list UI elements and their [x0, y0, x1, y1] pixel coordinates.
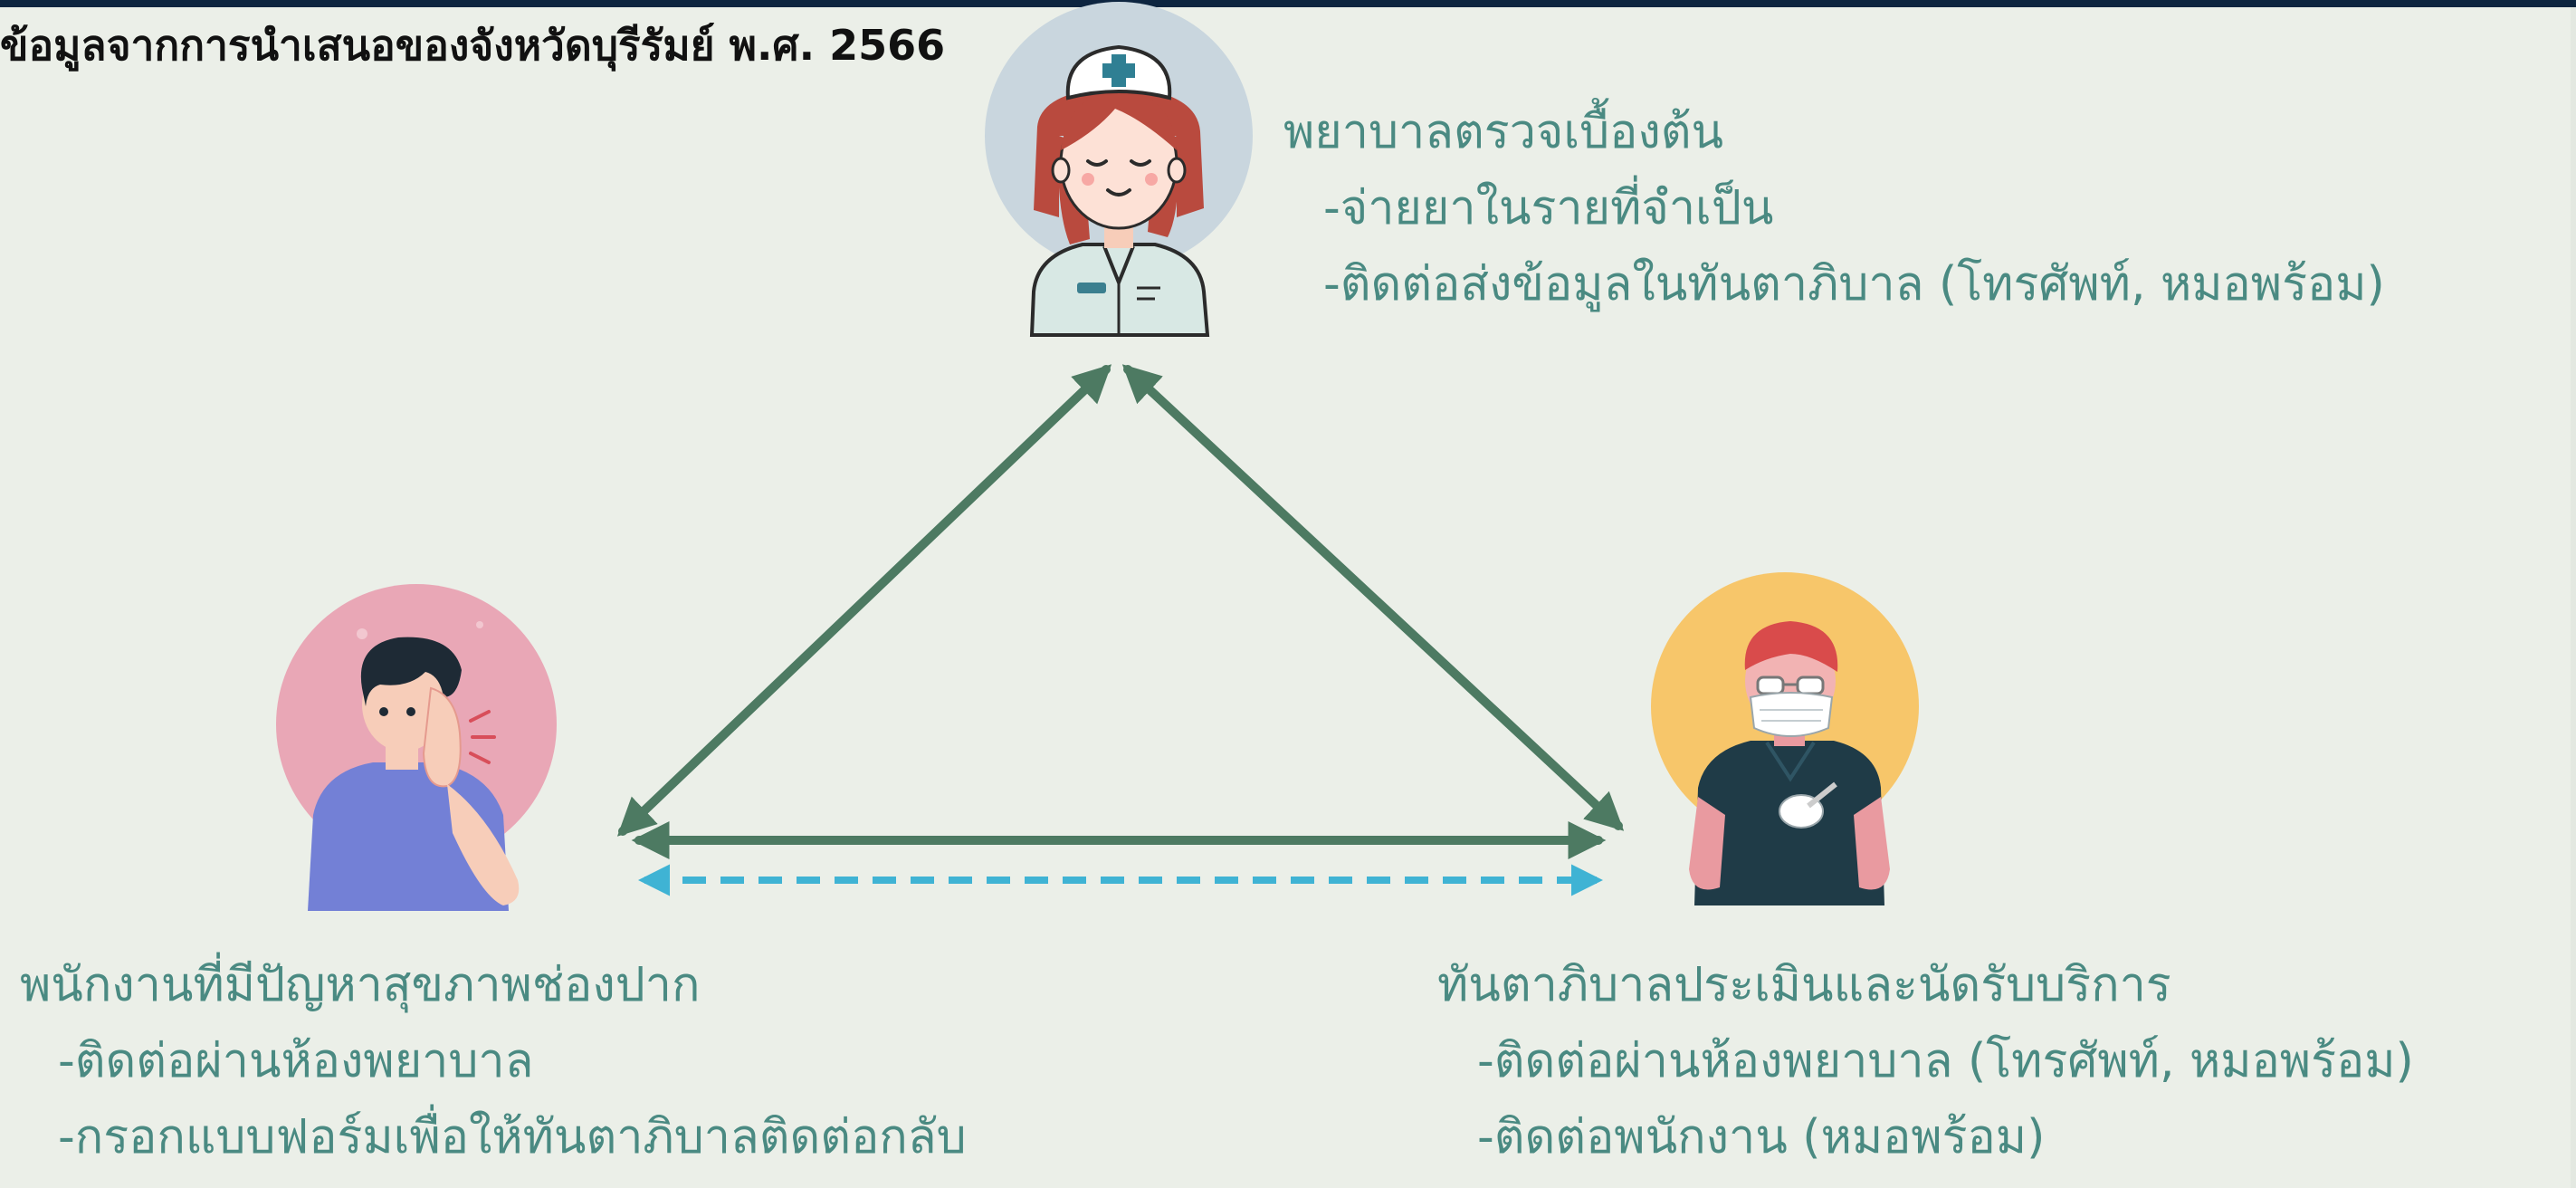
arrow-nurse-to-employee [616, 364, 1112, 837]
nurse-detail-2: -ติดต่อส่งข้อมูลในทันตาภิบาล (โทรศัพท์, … [1323, 257, 2385, 311]
employee-role-block: พนักงานที่มีปัญหาสุขภาพช่องปาก -ติดต่อผ่… [20, 947, 967, 1175]
arrow-nurse-to-dentist [1121, 364, 1625, 831]
nurse-role-block: พยาบาลตรวจเบื้องต้น -จ่ายยาในรายที่จำเป็… [1283, 94, 2385, 322]
dentist-role-block: ทันตาภิบาลประเมินและนัดรับบริการ -ติดต่อ… [1437, 947, 2414, 1175]
dentist-masked-icon [1651, 572, 1919, 905]
employee-toothache-icon [276, 584, 557, 911]
dentist-detail-2: -ติดต่อพนักงาน (หมอพร้อม) [1477, 1110, 2046, 1164]
nurse-detail-1: -จ่ายยาในรายที่จำเป็น [1323, 181, 1774, 235]
nurse-icon [985, 2, 1253, 337]
nurse-role-title: พยาบาลตรวจเบื้องต้น [1283, 105, 1724, 159]
source-note: ข้อมูลจากการนำเสนอของจังหวัดบุรีรัมย์ พ.… [0, 21, 946, 70]
top-bar [0, 0, 2576, 7]
dentist-role-title: ทันตาภิบาลประเมินและนัดรับบริการ [1437, 958, 2171, 1012]
employee-detail-1: -ติดต่อผ่านห้องพยาบาล [58, 1034, 534, 1088]
right-edge-strip [2571, 7, 2576, 1188]
employee-detail-2: -กรอกแบบฟอร์มเพื่อให้ทันตาภิบาลติดต่อกลั… [58, 1110, 967, 1164]
dentist-detail-1: -ติดต่อผ่านห้องพยาบาล (โทรศัพท์, หมอพร้อ… [1477, 1034, 2414, 1088]
employee-role-title: พนักงานที่มีปัญหาสุขภาพช่องปาก [20, 958, 701, 1012]
